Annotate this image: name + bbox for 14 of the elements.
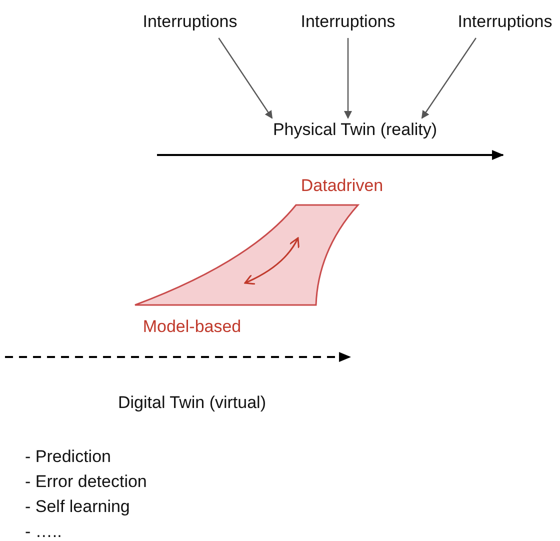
interruption-label: Interruptions [300, 12, 396, 32]
label: Model-based [142, 317, 242, 337]
interruption-label: Interruptions [458, 12, 552, 32]
arrow [344, 38, 352, 119]
interruption-label: Interruptions [142, 12, 238, 32]
label: Datadriven [300, 176, 384, 196]
label: Digital Twin (virtual) [118, 393, 266, 413]
list-item: - Error detection [25, 472, 147, 492]
arrow [218, 38, 273, 119]
list-item: - Self learning [25, 497, 130, 517]
list-item: - ….. [25, 522, 62, 541]
reality-label: Physical Twin (reality) [272, 120, 438, 140]
list-item: - Prediction [25, 447, 111, 467]
arrow [421, 38, 476, 119]
